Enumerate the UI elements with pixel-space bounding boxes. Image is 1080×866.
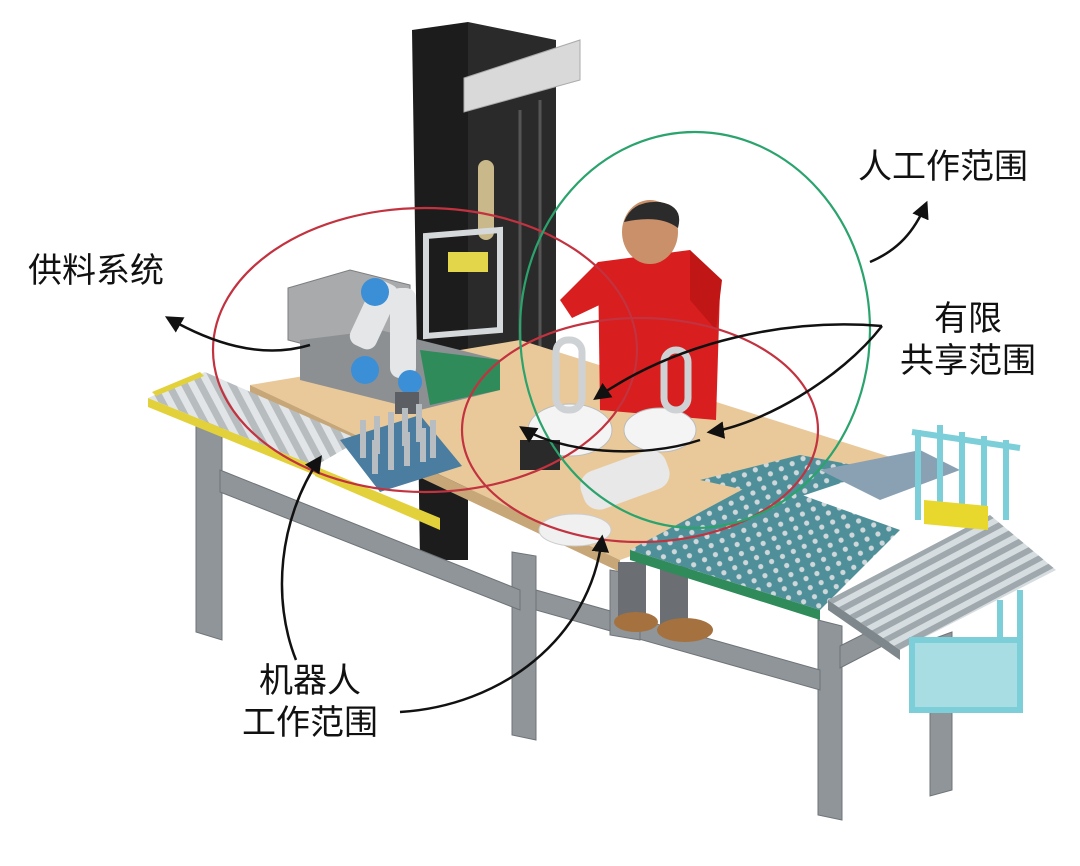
shared-range-arrow-left [519, 426, 701, 453]
robot-work-zone-ellipse-2 [460, 316, 820, 544]
robot-range-arrow-left [280, 455, 322, 661]
robot-range-label-line1: 机器人 [259, 661, 361, 701]
robot-range-label-line2: 工作范围 [242, 703, 378, 743]
collaborative-robot-arm [349, 278, 422, 414]
human-work-zone-ellipse [518, 130, 872, 530]
shared-range-label-line1: 有限 [934, 299, 1002, 339]
human-workspace-arrow [869, 200, 929, 264]
shared-range-arrow-upper [593, 323, 883, 400]
robot-range-arrow-right [399, 534, 610, 714]
yellow-bin [924, 500, 988, 530]
finished-parts-trays [630, 450, 960, 620]
robot-range-label: 机器人 工作范围 [242, 660, 378, 744]
parts-rack [340, 404, 462, 492]
feeding-system-arrow [164, 316, 311, 352]
feeding-system-label: 供料系统 [28, 251, 164, 291]
robot-work-zone-ellipse [211, 206, 639, 494]
shared-range-arrow-lower [706, 325, 883, 439]
shared-range-label: 有限 共享范围 [900, 298, 1036, 382]
right-roller-conveyor [828, 515, 1056, 660]
shared-range-label-line2: 共享范围 [900, 341, 1036, 381]
human-workspace-label: 人工作范围 [858, 147, 1028, 187]
